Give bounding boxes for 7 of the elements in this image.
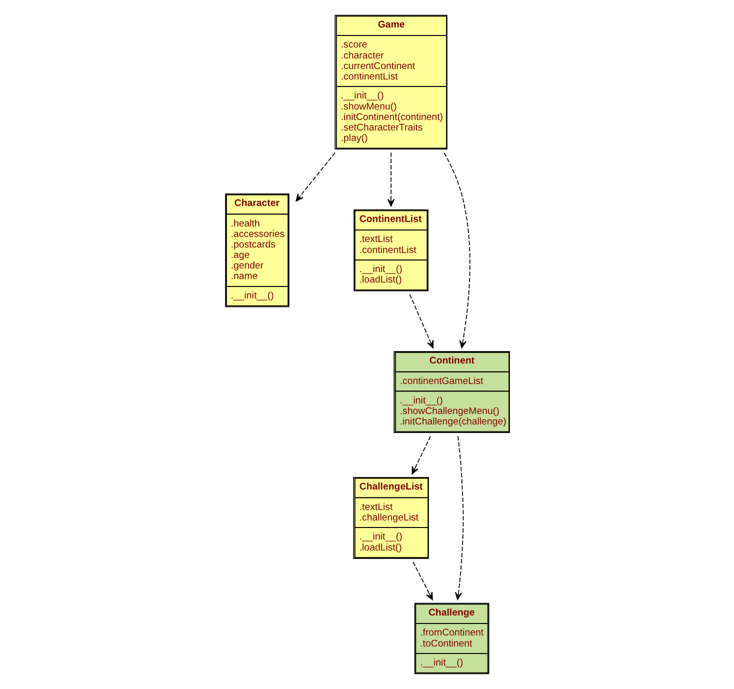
arrow [411, 436, 430, 474]
arrow [412, 562, 432, 600]
arrow [295, 152, 336, 202]
arrow [454, 436, 464, 600]
arrow [386, 152, 394, 207]
arrow [408, 294, 434, 348]
arrow [443, 152, 470, 348]
